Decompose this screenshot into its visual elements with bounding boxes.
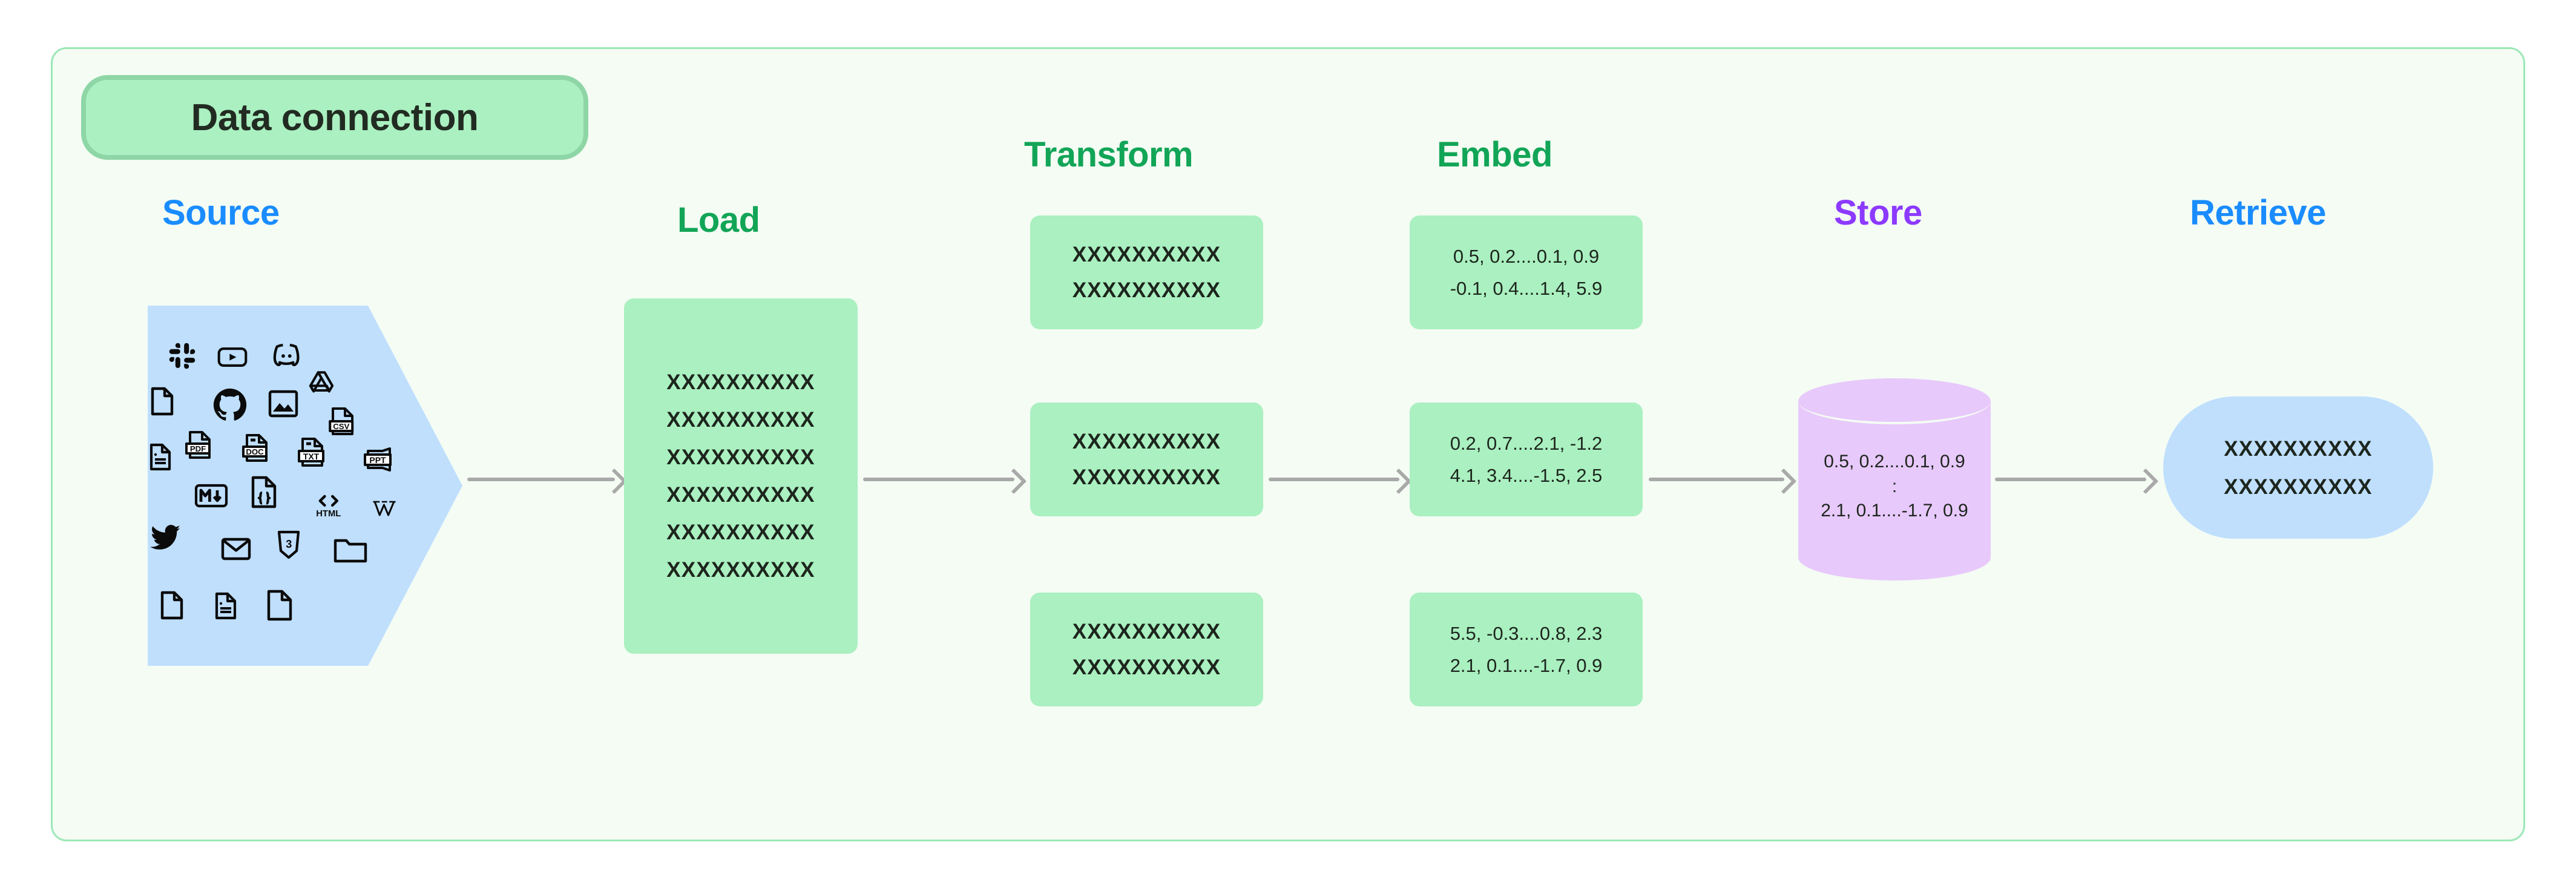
markdown-icon [194,483,229,508]
cylinder-bottom [1798,534,1991,580]
load-row: XXXXXXXXXX [666,558,815,582]
doc-file-icon: DOC [241,433,272,464]
document-lines-icon [148,442,173,472]
load-row: XXXXXXXXXX [666,483,815,507]
store-row: 0.5, 0.2....0.1, 0.9 [1824,452,1965,472]
svg-text:HTML: HTML [316,509,341,519]
embed-row: 0.5, 0.2....0.1, 0.9 [1453,246,1600,267]
load-row: XXXXXXXXXX [666,370,815,394]
heading-store: Store [1834,193,1922,232]
github-icon [209,386,251,424]
data-connection-frame [51,47,2525,841]
json-code-file-icon [249,475,278,509]
embed-row: -0.1, 0.4....1.4, 5.9 [1450,278,1603,299]
cylinder-body [1798,401,1991,557]
css3-icon: 3 [276,530,301,560]
load-row: XXXXXXXXXX [666,408,815,432]
embed-box: 0.2, 0.7....2.1, -1.2 4.1, 3.4....-1.5, … [1410,403,1643,516]
arrow-embed-to-store [1649,467,1797,495]
email-icon [220,536,252,561]
data-connection-badge: Data connection [81,75,588,160]
load-row: XXXXXXXXXX [666,521,815,544]
svg-text:DOC: DOC [246,447,264,456]
arrow-load-to-transform [863,467,1027,495]
slack-icon [168,342,196,370]
image-icon [268,389,299,419]
svg-text:PDF: PDF [190,444,206,453]
transform-box: XXXXXXXXXX XXXXXXXXXX [1030,593,1263,706]
arrow-transform-to-embed [1269,467,1412,495]
svg-text:PPT: PPT [369,455,386,465]
transform-row: XXXXXXXXXX [1072,656,1221,679]
heading-transform: Transform [1024,135,1194,174]
embed-box: 5.5, -0.3....0.8, 2.3 2.1, 0.1....-1.7, … [1410,593,1643,706]
document-lines-2-icon [213,591,238,620]
svg-text:TXT: TXT [303,452,320,461]
transform-row: XXXXXXXXXX [1072,430,1221,453]
twitter-icon [149,522,183,551]
file-blank-2-icon [159,590,185,620]
html-icon: HTML [312,492,345,519]
txt-file-icon: TXT [297,436,329,469]
google-drive-icon [307,370,335,395]
transform-row: XXXXXXXXXX [1072,278,1221,302]
load-box: XXXXXXXXXX XXXXXXXXXX XXXXXXXXXX XXXXXXX… [624,298,858,654]
embed-row: 4.1, 3.4....-1.5, 2.5 [1450,465,1603,486]
arrow-source-to-load [467,467,628,495]
retrieve-row: XXXXXXXXXX [2224,436,2373,461]
cylinder-text: 0.5, 0.2....0.1, 0.9 : 2.1, 0.1....-1.7,… [1798,450,1991,524]
transform-row: XXXXXXXXXX [1072,243,1221,266]
discord-icon [272,341,305,370]
store-row: : [1891,476,1898,496]
file-blank-icon [149,386,176,416]
transform-box: XXXXXXXXXX XXXXXXXXXX [1030,215,1263,329]
heading-source: Source [162,193,280,232]
embed-row: 0.2, 0.7....2.1, -1.2 [1450,433,1603,454]
retrieve-row: XXXXXXXXXX [2224,475,2373,499]
store-cylinder: 0.5, 0.2....0.1, 0.9 : 2.1, 0.1....-1.7,… [1798,378,1991,580]
transform-box: XXXXXXXXXX XXXXXXXXXX [1030,403,1263,516]
csv-file-icon: CSV [328,406,358,436]
embed-row: 5.5, -0.3....0.8, 2.3 [1450,623,1603,644]
data-connection-label: Data connection [191,96,479,139]
load-row: XXXXXXXXXX [666,446,815,469]
svg-text:3: 3 [286,538,292,550]
retrieve-box: XXXXXXXXXX XXXXXXXXXX [2163,396,2433,539]
heading-retrieve: Retrieve [2190,193,2326,232]
heading-embed: Embed [1437,135,1552,174]
pdf-file-icon: PDF [184,430,215,461]
svg-text:CSV: CSV [333,422,349,431]
file-blank-3-icon [265,589,294,622]
transform-row: XXXXXXXXXX [1072,620,1221,643]
youtube-icon [217,343,248,371]
transform-row: XXXXXXXXXX [1072,465,1221,489]
heading-load: Load [677,200,760,240]
cylinder-top [1798,378,1991,424]
embed-box: 0.5, 0.2....0.1, 0.9 -0.1, 0.4....1.4, 5… [1410,215,1643,329]
folder-icon [333,536,368,565]
wikipedia-icon [372,497,398,519]
source-icon-grid: CSV PDF [150,330,431,648]
ppt-file-icon: PPT [363,445,396,474]
embed-row: 2.1, 0.1....-1.7, 0.9 [1450,655,1603,676]
arrow-store-to-retrieve [1995,467,2159,495]
store-row: 2.1, 0.1....-1.7, 0.9 [1821,501,1968,521]
